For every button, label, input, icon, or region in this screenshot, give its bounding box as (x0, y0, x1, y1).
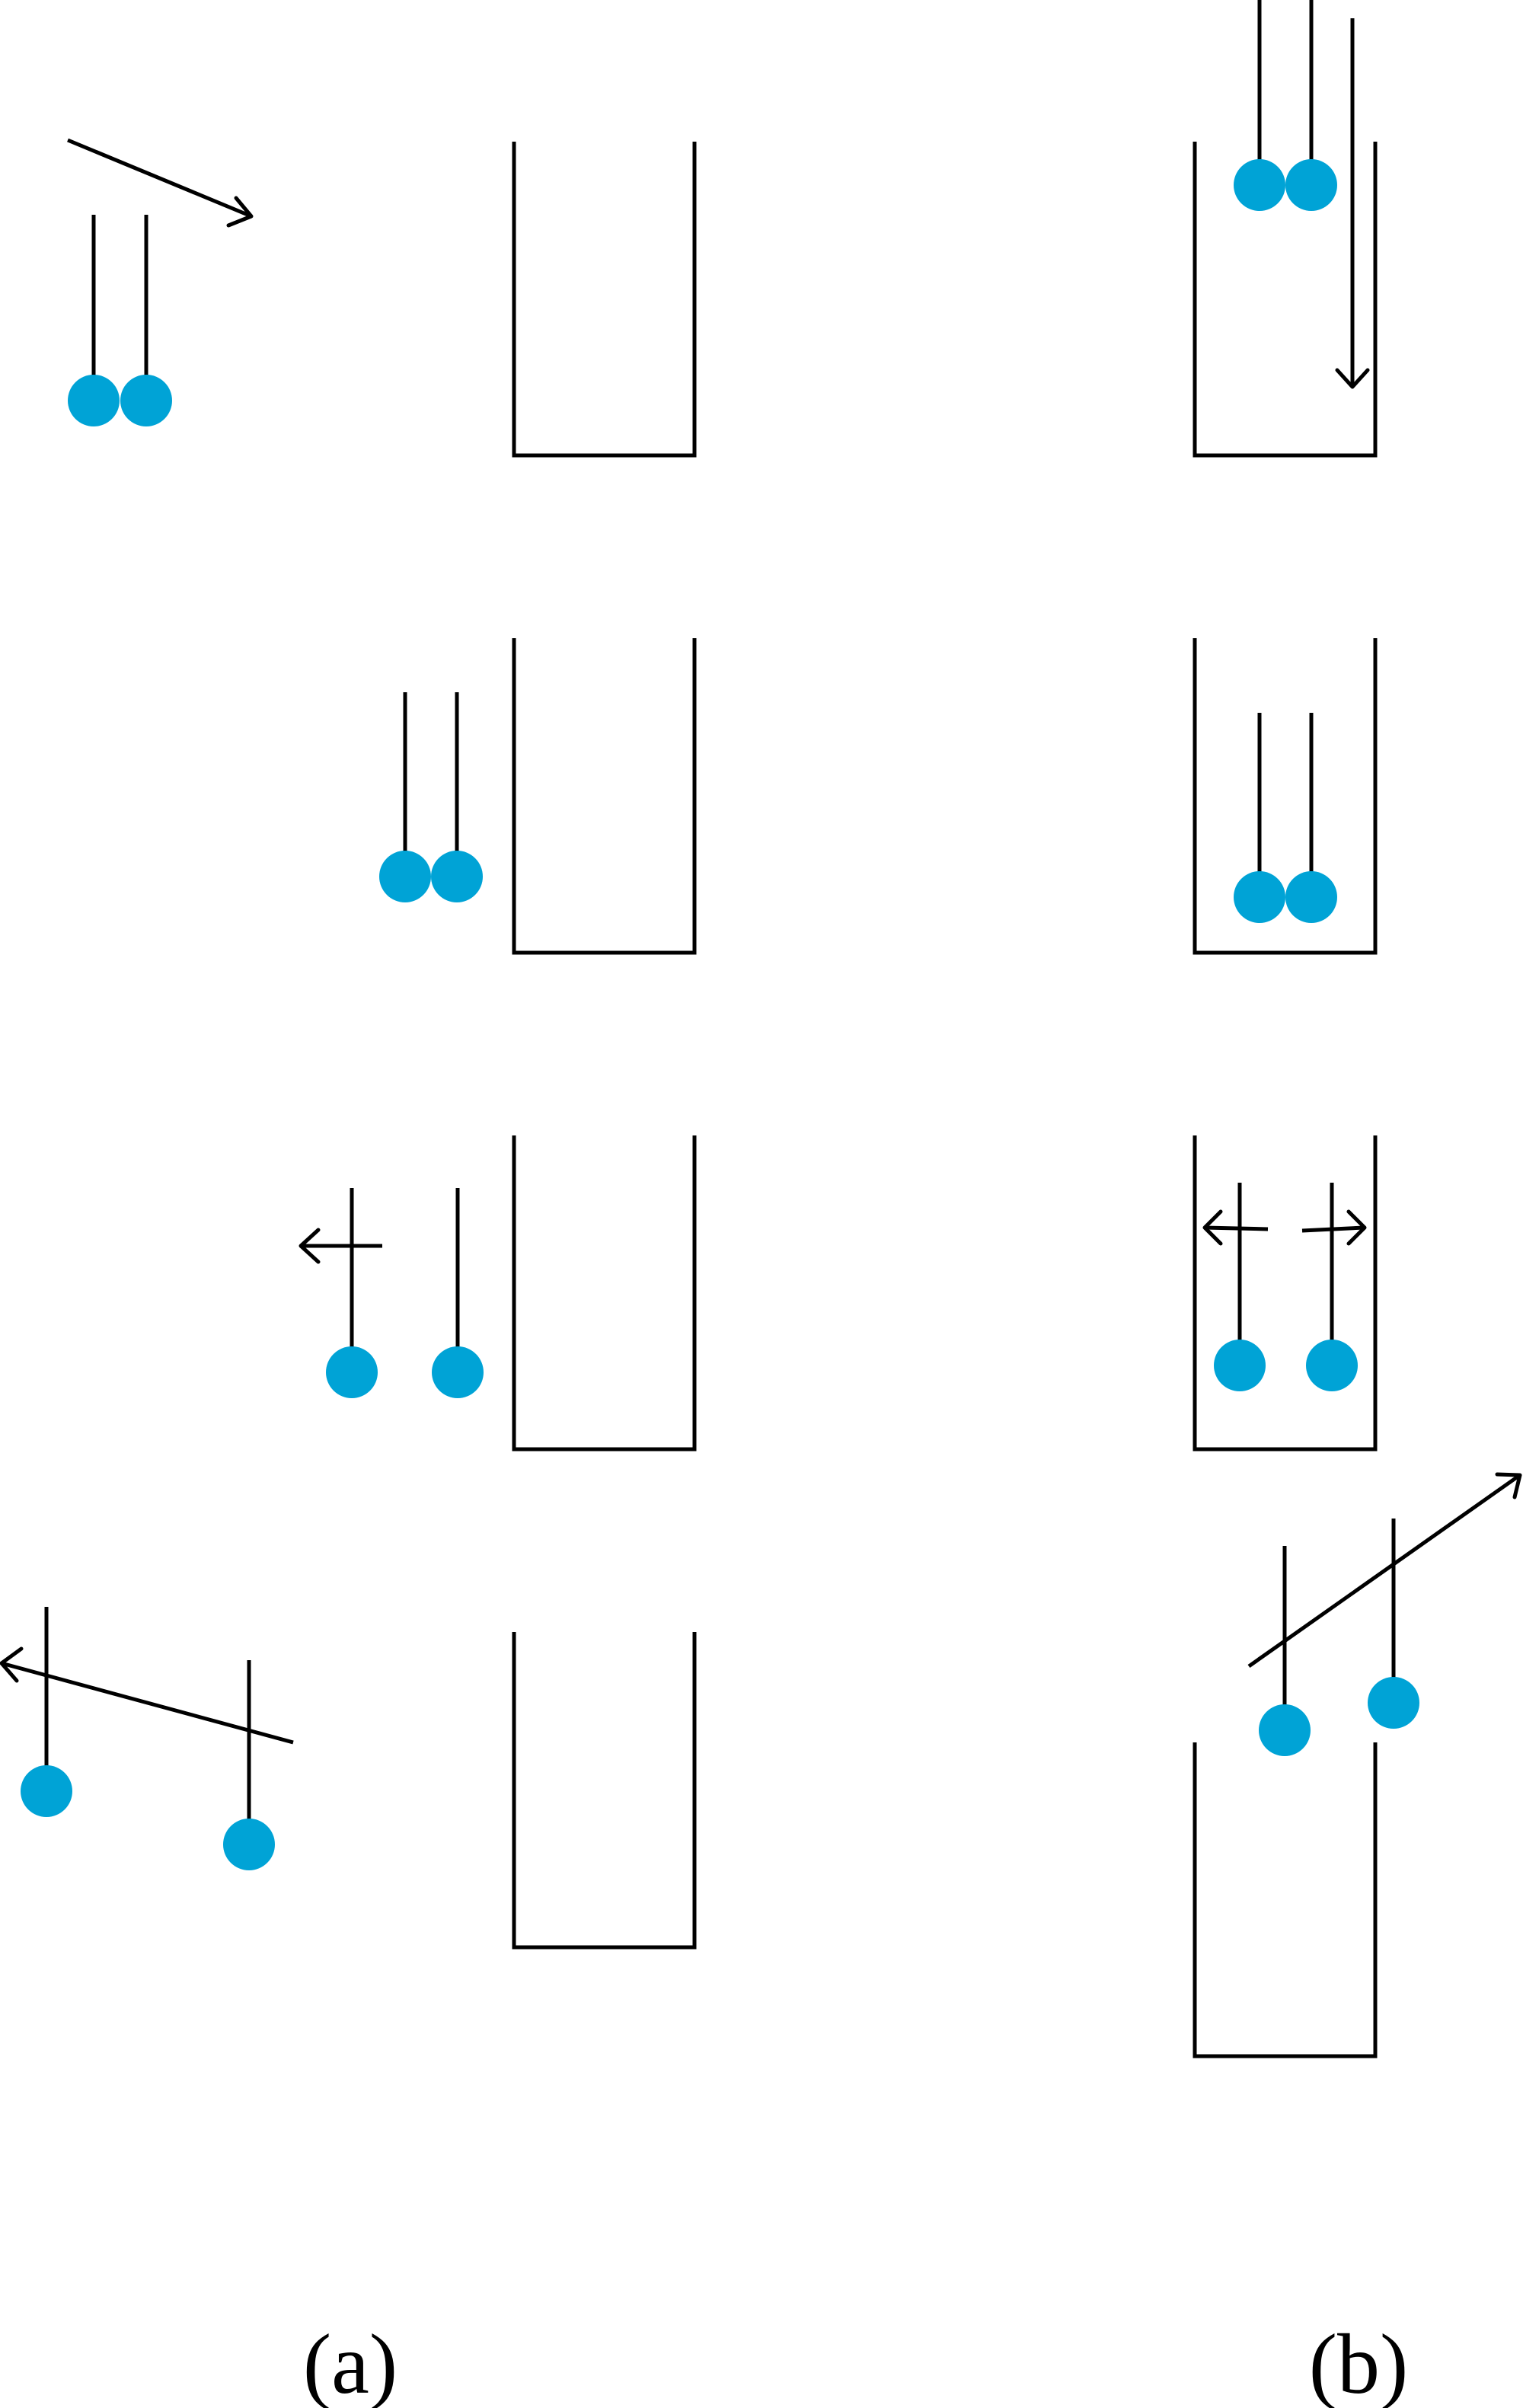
container (1193, 1135, 1378, 1452)
probe-ball (1234, 871, 1285, 923)
probe-ball (223, 1819, 275, 1870)
panel-b: (b) (1193, 0, 1522, 2408)
probe-ball (21, 1765, 72, 1817)
motion-arrow (0, 1646, 294, 1745)
container (512, 638, 697, 955)
motion-arrow-left (1202, 1209, 1269, 1246)
motion-arrow (1247, 1472, 1522, 1669)
motion-arrow-down (1335, 18, 1370, 389)
motion-arrow-left (299, 1228, 382, 1264)
container (512, 1135, 697, 1452)
panel-b-step-3 (1193, 1135, 1378, 1452)
container (1193, 142, 1378, 458)
probe-ball (1285, 159, 1337, 211)
panel-a-step-3 (299, 1135, 697, 1452)
panel-label-a: (a) (303, 2317, 398, 2408)
panel-b-step-2 (1193, 638, 1378, 955)
panel-b-step-1 (1193, 0, 1378, 458)
container (1193, 638, 1378, 955)
container (512, 142, 697, 458)
probe-ball (1234, 159, 1285, 211)
probe-ball (431, 851, 483, 902)
panel-label-b: (b) (1309, 2317, 1409, 2408)
panel-b-step-4 (1193, 1472, 1522, 2058)
motion-arrow-right (1301, 1209, 1367, 1246)
panel-a-step-4 (0, 1607, 697, 1950)
container (512, 1632, 697, 1950)
probe-ball (120, 375, 172, 426)
panel-a: (a) (0, 138, 697, 2408)
probe-ball (379, 851, 431, 902)
motion-arrow (67, 138, 254, 228)
probe-ball (1285, 871, 1337, 923)
probe-ball (432, 1346, 484, 1398)
probe-ball (1306, 1340, 1358, 1391)
probe-ball (1259, 1704, 1311, 1756)
probe-ball (1368, 1677, 1419, 1729)
probe-ball (68, 375, 120, 426)
panel-a-step-2 (379, 638, 697, 955)
panel-a-step-1 (67, 138, 697, 458)
container (1193, 1742, 1378, 2058)
probe-ball (326, 1346, 378, 1398)
probe-ball (1214, 1340, 1266, 1391)
